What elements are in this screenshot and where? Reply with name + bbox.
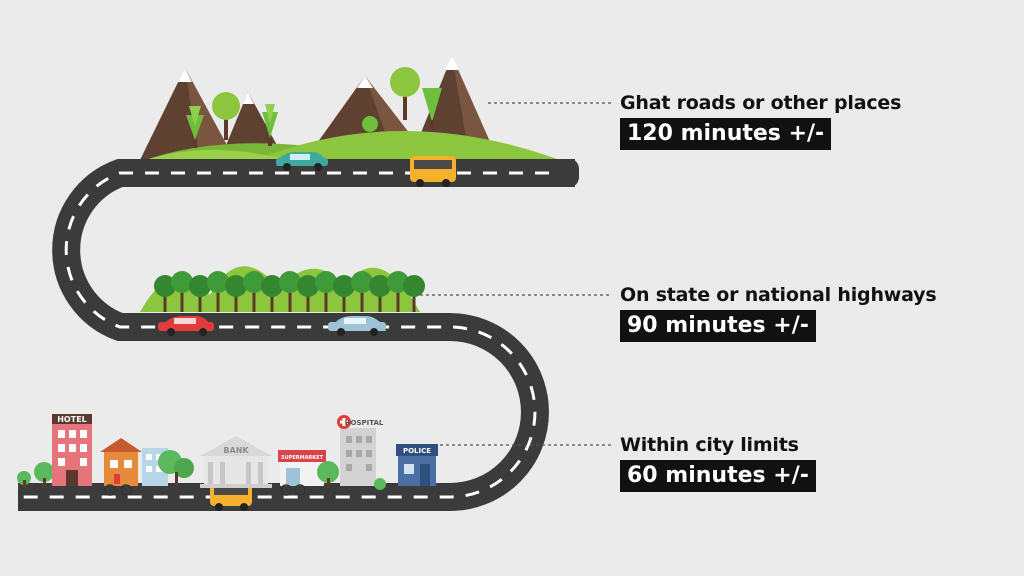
green-hills-middle [140,266,420,312]
tree-canopy [154,275,176,297]
level-city-limits: Within city limits 60 minutes +/- [620,434,816,492]
tree-canopy [403,275,425,297]
car-red [158,316,214,336]
forest-middle [154,271,425,312]
level-ghat-roads: Ghat roads or other places 120 minutes +… [620,92,901,150]
level-highways: On state or national highways 90 minutes… [620,284,937,342]
tree-trunk [180,290,184,312]
tree-canopy [333,275,355,297]
tree-trunk [288,290,292,312]
level-title: Ghat roads or other places [620,92,902,114]
police-sign: POLICE [403,447,431,455]
leader-lines [420,102,612,446]
time-badge: 60 minutes +/- [620,460,816,492]
car-blue [328,316,386,336]
time-badge: 90 minutes +/- [620,310,816,342]
tree-trunk [234,290,238,312]
car-teal [276,152,328,171]
tree-trunk [378,290,382,312]
tree-canopy [315,271,337,293]
tree-trunk [412,290,416,312]
bus-top [410,156,456,187]
tree-trunk [306,290,310,312]
tree-canopy [189,275,211,297]
tree-trunk [198,290,202,312]
bank-sign: BANK [223,446,249,455]
supermarket-sign: SUPERMARKET [281,455,324,461]
tree-trunk [216,290,220,312]
tree-canopy [171,271,193,293]
tree-canopy [351,271,373,293]
tree-trunk [342,290,346,312]
hospital-sign: HOSPITAL [345,419,384,427]
tree-trunk [396,290,400,312]
tree-canopy [297,275,319,297]
tree-canopy [225,275,247,297]
city-signs: HOTEL BANK SUPERMARKET HOSPITAL POLICE [57,415,431,461]
tree-trunk [252,290,256,312]
tree-canopy [261,275,283,297]
winding-road [18,159,579,511]
tree-canopy [279,271,301,293]
time-badge: 120 minutes +/- [620,118,832,150]
tree-trunk [324,290,328,312]
tree-trunk [360,290,364,312]
tree-trunk [270,290,274,312]
bus-bottom [210,484,252,511]
tree-canopy [369,275,391,297]
city-buildings [17,414,438,496]
tree-group-top [186,67,442,148]
hotel-sign: HOTEL [57,415,87,424]
tree-trunk [163,290,167,312]
tree-canopy [243,271,265,293]
level-title: Within city limits [620,434,799,456]
level-title: On state or national highways [620,284,937,306]
tree-canopy [207,271,229,293]
